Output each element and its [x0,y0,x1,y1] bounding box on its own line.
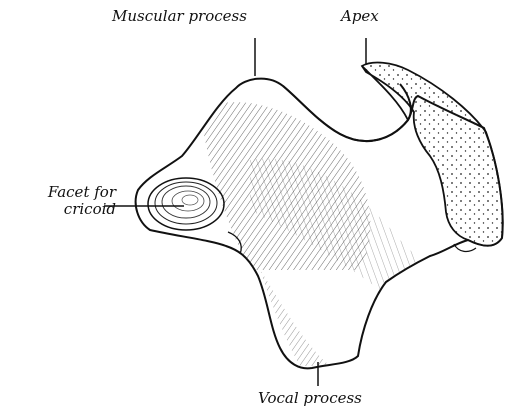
label-facet-line1: Facet for [4,184,116,201]
label-muscular-process: Muscular process [112,8,247,25]
label-facet-for-cricoid: Facet for cricoid [4,184,116,217]
label-vocal-process: Vocal process [258,390,362,407]
label-apex: Apex [341,8,379,25]
label-facet-line2: cricoid [4,201,116,218]
